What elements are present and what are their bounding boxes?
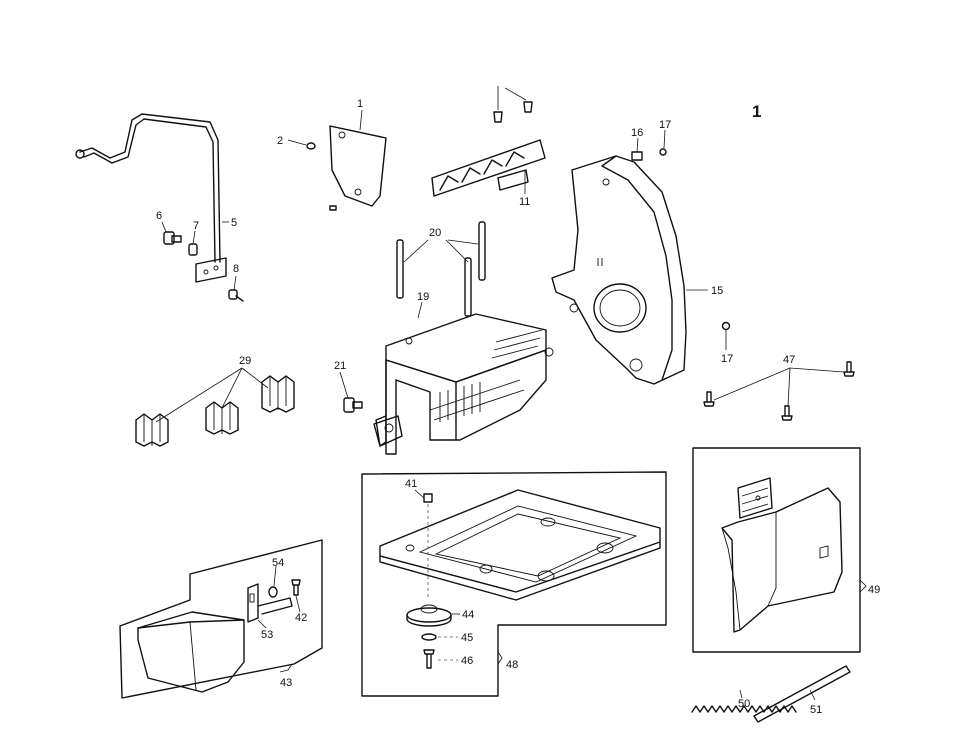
callout-6: 6 (156, 210, 162, 222)
callout-50: 50 (738, 698, 750, 710)
part-7-clip (189, 231, 197, 255)
part-49-panel-assembly (693, 448, 866, 652)
callout-15: 15 (711, 285, 723, 297)
part-2-screw (288, 140, 315, 149)
callout-45: 45 (461, 632, 473, 644)
part-43-assembly (120, 540, 322, 698)
callout-8: 8 (233, 263, 239, 275)
callout-49: 49 (868, 584, 880, 596)
callout-48: 48 (506, 659, 518, 671)
callout-16: 16 (631, 127, 643, 139)
callout-29: 29 (239, 355, 251, 367)
part-6-screw (162, 222, 181, 244)
callout-1: 1 (357, 98, 363, 110)
part-21-screw (340, 372, 362, 412)
callout-5: 5 (231, 217, 237, 229)
callout-46: 46 (461, 655, 473, 667)
part-51-rod (754, 666, 850, 722)
callout-47: 47 (783, 354, 795, 366)
part-47-screws (704, 362, 854, 420)
page-number: 1 (752, 102, 761, 121)
callout-54: 54 (272, 557, 284, 569)
callout-41: 41 (405, 478, 417, 490)
callout-21: 21 (334, 360, 346, 372)
part-11-toothed-bar (432, 140, 545, 196)
callout-51: 51 (810, 704, 822, 716)
callout-2: 2 (277, 135, 283, 147)
part-15-side-cover (552, 156, 708, 384)
callout-19: 19 (417, 291, 429, 303)
callout-20: 20 (429, 227, 441, 239)
callout-17-top: 17 (659, 119, 671, 131)
callout-43: 43 (280, 677, 292, 689)
callout-53: 53 (261, 629, 273, 641)
part-5-rod-bracket (76, 114, 229, 282)
part-11-screws (494, 86, 532, 122)
callout-11: 11 (519, 196, 530, 208)
part-17-lower-nut (723, 323, 730, 351)
callout-42: 42 (295, 612, 307, 624)
callout-7: 7 (193, 220, 199, 232)
callout-44: 44 (462, 609, 474, 621)
part-1-cover-plate (330, 110, 386, 210)
part-8-screw (229, 276, 243, 301)
part-17-top-nut (660, 130, 666, 155)
part-29-grommets (136, 368, 294, 446)
part-19-frame-housing (374, 302, 553, 454)
part-16-clip (632, 138, 642, 160)
callout-17-lower: 17 (721, 353, 733, 365)
